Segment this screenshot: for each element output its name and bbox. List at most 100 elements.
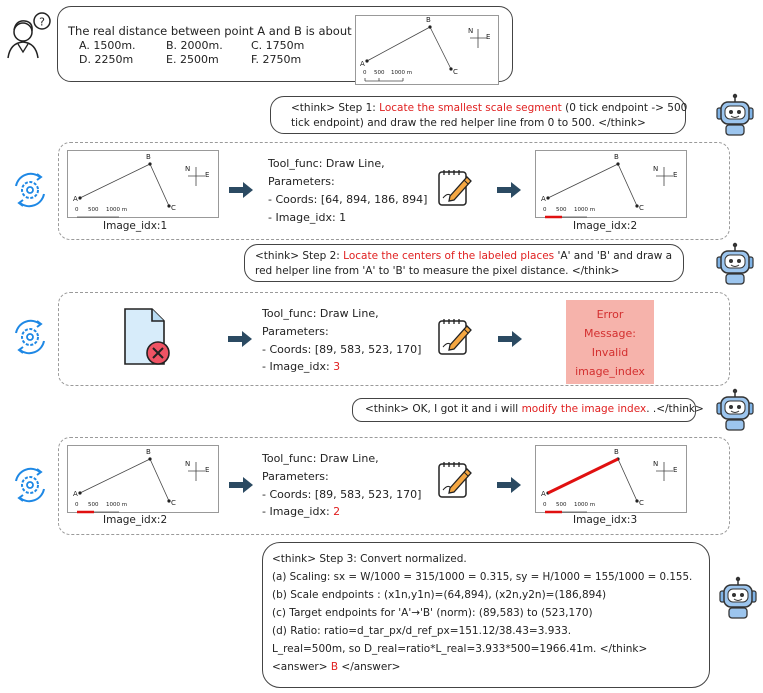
option-e: E. 2500m: [166, 53, 219, 66]
step1-highlight: Locate the smallest scale segment: [379, 102, 562, 114]
map-label-c: C: [639, 204, 644, 212]
tool3-line3: - Coords: [89, 583, 523, 170]: [262, 488, 422, 501]
fix-line: <think> OK, I got it and i will modify t…: [365, 403, 704, 415]
robot-icon: [713, 242, 757, 286]
map-label-b: B: [146, 153, 151, 161]
image-caption-in-3: Image_idx:2: [103, 514, 168, 526]
map-label-c: C: [171, 204, 176, 212]
step1-prefix: <think> Step 1:: [291, 102, 380, 114]
step3-line-3: (b) Scale endpoints : (x1n,y1n)=(64,894)…: [272, 589, 607, 601]
map-image-idx2-input: A B C N E 0 500 1000 m: [67, 445, 219, 514]
answer-value: B: [330, 661, 339, 673]
tool3-corrected-index: 2: [333, 505, 341, 518]
map-label-a: A: [73, 195, 78, 203]
step1-rest: (0 tick endpoint -> 500: [561, 102, 688, 114]
tool2-invalid-index: 3: [333, 360, 341, 373]
error-line-1: Error: [596, 308, 624, 321]
map-scale-500: 500: [556, 207, 567, 213]
step1-think-bubble: <think> Step 1: Locate the smallest scal…: [270, 96, 687, 134]
tool3-line4-prefix: - Image_idx:: [262, 505, 334, 518]
map-label-c: C: [639, 499, 644, 507]
map-label-e: E: [673, 466, 678, 474]
question-map: A B C N E 0 500 1000 m: [355, 15, 499, 85]
step2-rest: 'A' and 'B' and draw a: [554, 250, 673, 262]
arrow-right-icon: [228, 476, 254, 494]
arrow-right-icon: [496, 476, 522, 494]
map-scale-0: 0: [363, 70, 367, 76]
tool2-line3: - Coords: [89, 583, 523, 170]: [262, 343, 422, 356]
step1-line2: tick endpoint) and draw the red helper l…: [291, 117, 646, 129]
answer-suffix: </answer>: [338, 661, 401, 673]
step3-line-1: <think> Step 3: Convert normalized.: [272, 553, 467, 565]
option-c: C. 1750m: [251, 39, 305, 52]
step3-line-6: L_real=500m, so D_real=ratio*L_real=3.93…: [272, 643, 648, 655]
error-line-2: Message:: [584, 327, 636, 340]
map-label-b: B: [614, 448, 619, 456]
map-label-e: E: [205, 466, 210, 474]
edit-note-icon: [436, 168, 474, 208]
svg-text:?: ?: [39, 16, 45, 29]
tool2-line2: Parameters:: [262, 325, 329, 338]
map-scale-1000: 1000 m: [106, 207, 128, 213]
map-label-a: A: [360, 60, 365, 68]
tool3-line1: Tool_func: Draw Line,: [262, 452, 379, 465]
image-caption-in-1: Image_idx:1: [103, 220, 168, 232]
tool2-line1: Tool_func: Draw Line,: [262, 307, 379, 320]
map-label-e: E: [486, 33, 491, 41]
edit-note-icon: [436, 460, 474, 500]
map-label-b: B: [426, 16, 431, 24]
map-scale-0: 0: [543, 502, 547, 508]
step2-highlight: Locate the centers of the labeled places: [343, 250, 555, 262]
image-caption-out-3: Image_idx:3: [573, 514, 638, 526]
tool2-line4: - Image_idx: 3: [262, 360, 340, 373]
arrow-right-icon: [497, 330, 523, 348]
map-image-idx1: A B C N E 0 500 1000 m: [67, 150, 219, 218]
step1-line1: <think> Step 1: Locate the smallest scal…: [291, 102, 687, 114]
error-line-4: image_index: [575, 365, 645, 378]
step3-line-5: (d) Ratio: ratio=d_tar_px/d_ref_px=151.1…: [272, 625, 572, 637]
map-label-n: N: [185, 165, 191, 173]
tool2-line4-prefix: - Image_idx:: [262, 360, 334, 373]
map-label-c: C: [453, 68, 458, 76]
map-label-n: N: [653, 165, 659, 173]
error-line-3: Invalid: [591, 346, 629, 359]
step2-think-bubble: <think> Step 2: Locate the centers of th…: [244, 244, 684, 282]
gear-cycle-icon: [10, 465, 50, 505]
map-label-n: N: [185, 460, 191, 468]
tool1-line3: - Coords: [64, 894, 186, 894]: [268, 193, 428, 206]
question-text: The real distance between point A and B …: [68, 24, 372, 38]
step3-line-2: (a) Scaling: sx = W/1000 = 315/1000 = 0.…: [272, 571, 693, 583]
map-scale-0: 0: [75, 502, 79, 508]
question-bubble: The real distance between point A and B …: [57, 6, 513, 85]
map-label-a: A: [73, 490, 78, 498]
step2-line1: <think> Step 2: Locate the centers of th…: [255, 250, 672, 262]
tool1-line1: Tool_func: Draw Line,: [268, 157, 385, 170]
image-caption-out-1: Image_idx:2: [573, 220, 638, 232]
option-d: D. 2250m: [79, 53, 134, 66]
map-label-n: N: [468, 27, 474, 35]
option-a: A. 1500m.: [79, 39, 136, 52]
option-b: B. 2000m.: [166, 39, 223, 52]
gear-cycle-icon: [10, 317, 50, 357]
answer-prefix: <answer>: [272, 661, 331, 673]
tool1-line2: Parameters:: [268, 175, 335, 188]
option-f: F. 2750m: [251, 53, 302, 66]
tool3-line2: Parameters:: [262, 470, 329, 483]
map-scale-500: 500: [556, 502, 567, 508]
tool-call-block-2: [58, 292, 730, 386]
robot-icon: [713, 93, 757, 137]
error-message-box: Error Message: Invalid image_index: [566, 300, 654, 384]
arrow-right-icon: [496, 181, 522, 199]
map-scale-0: 0: [543, 207, 547, 213]
ab-helper-line: [547, 457, 619, 495]
map-scale-500: 500: [374, 70, 385, 76]
map-image-idx3: A B C N E 0 500 1000 m: [535, 445, 687, 514]
step3-line-4: (c) Target endpoints for 'A'→'B' (norm):…: [272, 607, 593, 619]
fix-highlight: modify the image index: [521, 403, 647, 415]
file-error-icon: [120, 306, 174, 368]
map-scale-1000: 1000 m: [391, 70, 413, 76]
tool-call-block-3: [58, 437, 730, 535]
map-scale-500: 500: [88, 207, 99, 213]
map-label-n: N: [653, 460, 659, 468]
